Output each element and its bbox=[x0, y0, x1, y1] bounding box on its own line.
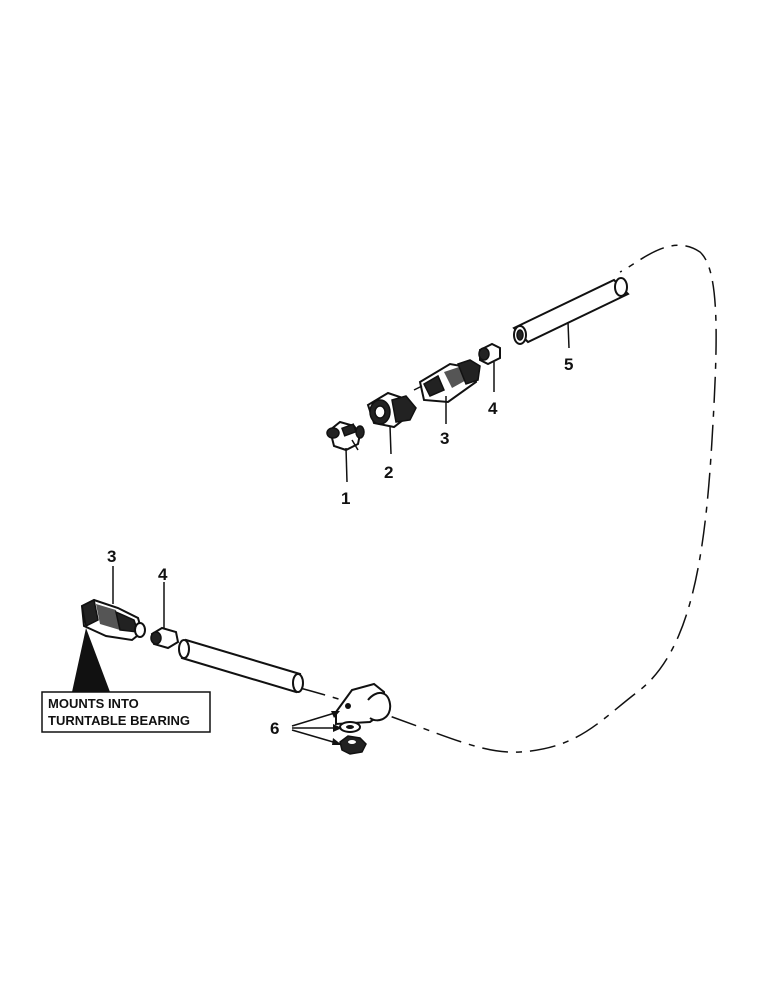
callout-item-3-upper: 3 bbox=[440, 429, 449, 448]
clamp-part-6 bbox=[335, 682, 392, 726]
note-line-2: TURNTABLE BEARING bbox=[48, 713, 190, 728]
arrowhead-6-b bbox=[333, 724, 342, 732]
adapter-part-2 bbox=[366, 391, 417, 429]
mounting-note: MOUNTS INTO TURNTABLE BEARING bbox=[41, 691, 211, 733]
washer-part-6 bbox=[339, 721, 361, 733]
hose-fitting-part-3-upper bbox=[413, 359, 481, 404]
nut-part-6 bbox=[339, 735, 367, 755]
note-line-1: MOUNTS INTO bbox=[48, 696, 139, 711]
hose-fitting-part-3-lower bbox=[80, 598, 146, 642]
callout-item-2: 2 bbox=[384, 463, 393, 482]
lower-hose bbox=[178, 638, 304, 694]
ferrule-part-4-upper bbox=[478, 342, 501, 366]
grease-fitting-part-1 bbox=[326, 420, 365, 452]
callout-item-1: 1 bbox=[341, 489, 350, 508]
leader-item-1 bbox=[345, 447, 348, 483]
ferrule-part-4-lower bbox=[150, 626, 180, 650]
arrowhead-6-a bbox=[331, 711, 340, 718]
hose-route-dashed-line bbox=[299, 244, 717, 753]
note-pointer bbox=[72, 628, 110, 692]
callout-item-4-lower: 4 bbox=[158, 565, 168, 584]
leader-item-6-a bbox=[291, 711, 339, 727]
callout-item-4-upper: 4 bbox=[488, 399, 498, 418]
leader-item-6-c bbox=[291, 729, 341, 745]
callout-item-5: 5 bbox=[564, 355, 573, 374]
callout-item-3-lower: 3 bbox=[107, 547, 116, 566]
callout-item-6: 6 bbox=[270, 719, 279, 738]
leader-item-2 bbox=[389, 425, 392, 455]
hose-part-5 bbox=[512, 277, 630, 345]
note-box bbox=[41, 691, 211, 733]
arrowhead-6-c bbox=[332, 738, 342, 745]
leader-item-5 bbox=[567, 321, 570, 349]
